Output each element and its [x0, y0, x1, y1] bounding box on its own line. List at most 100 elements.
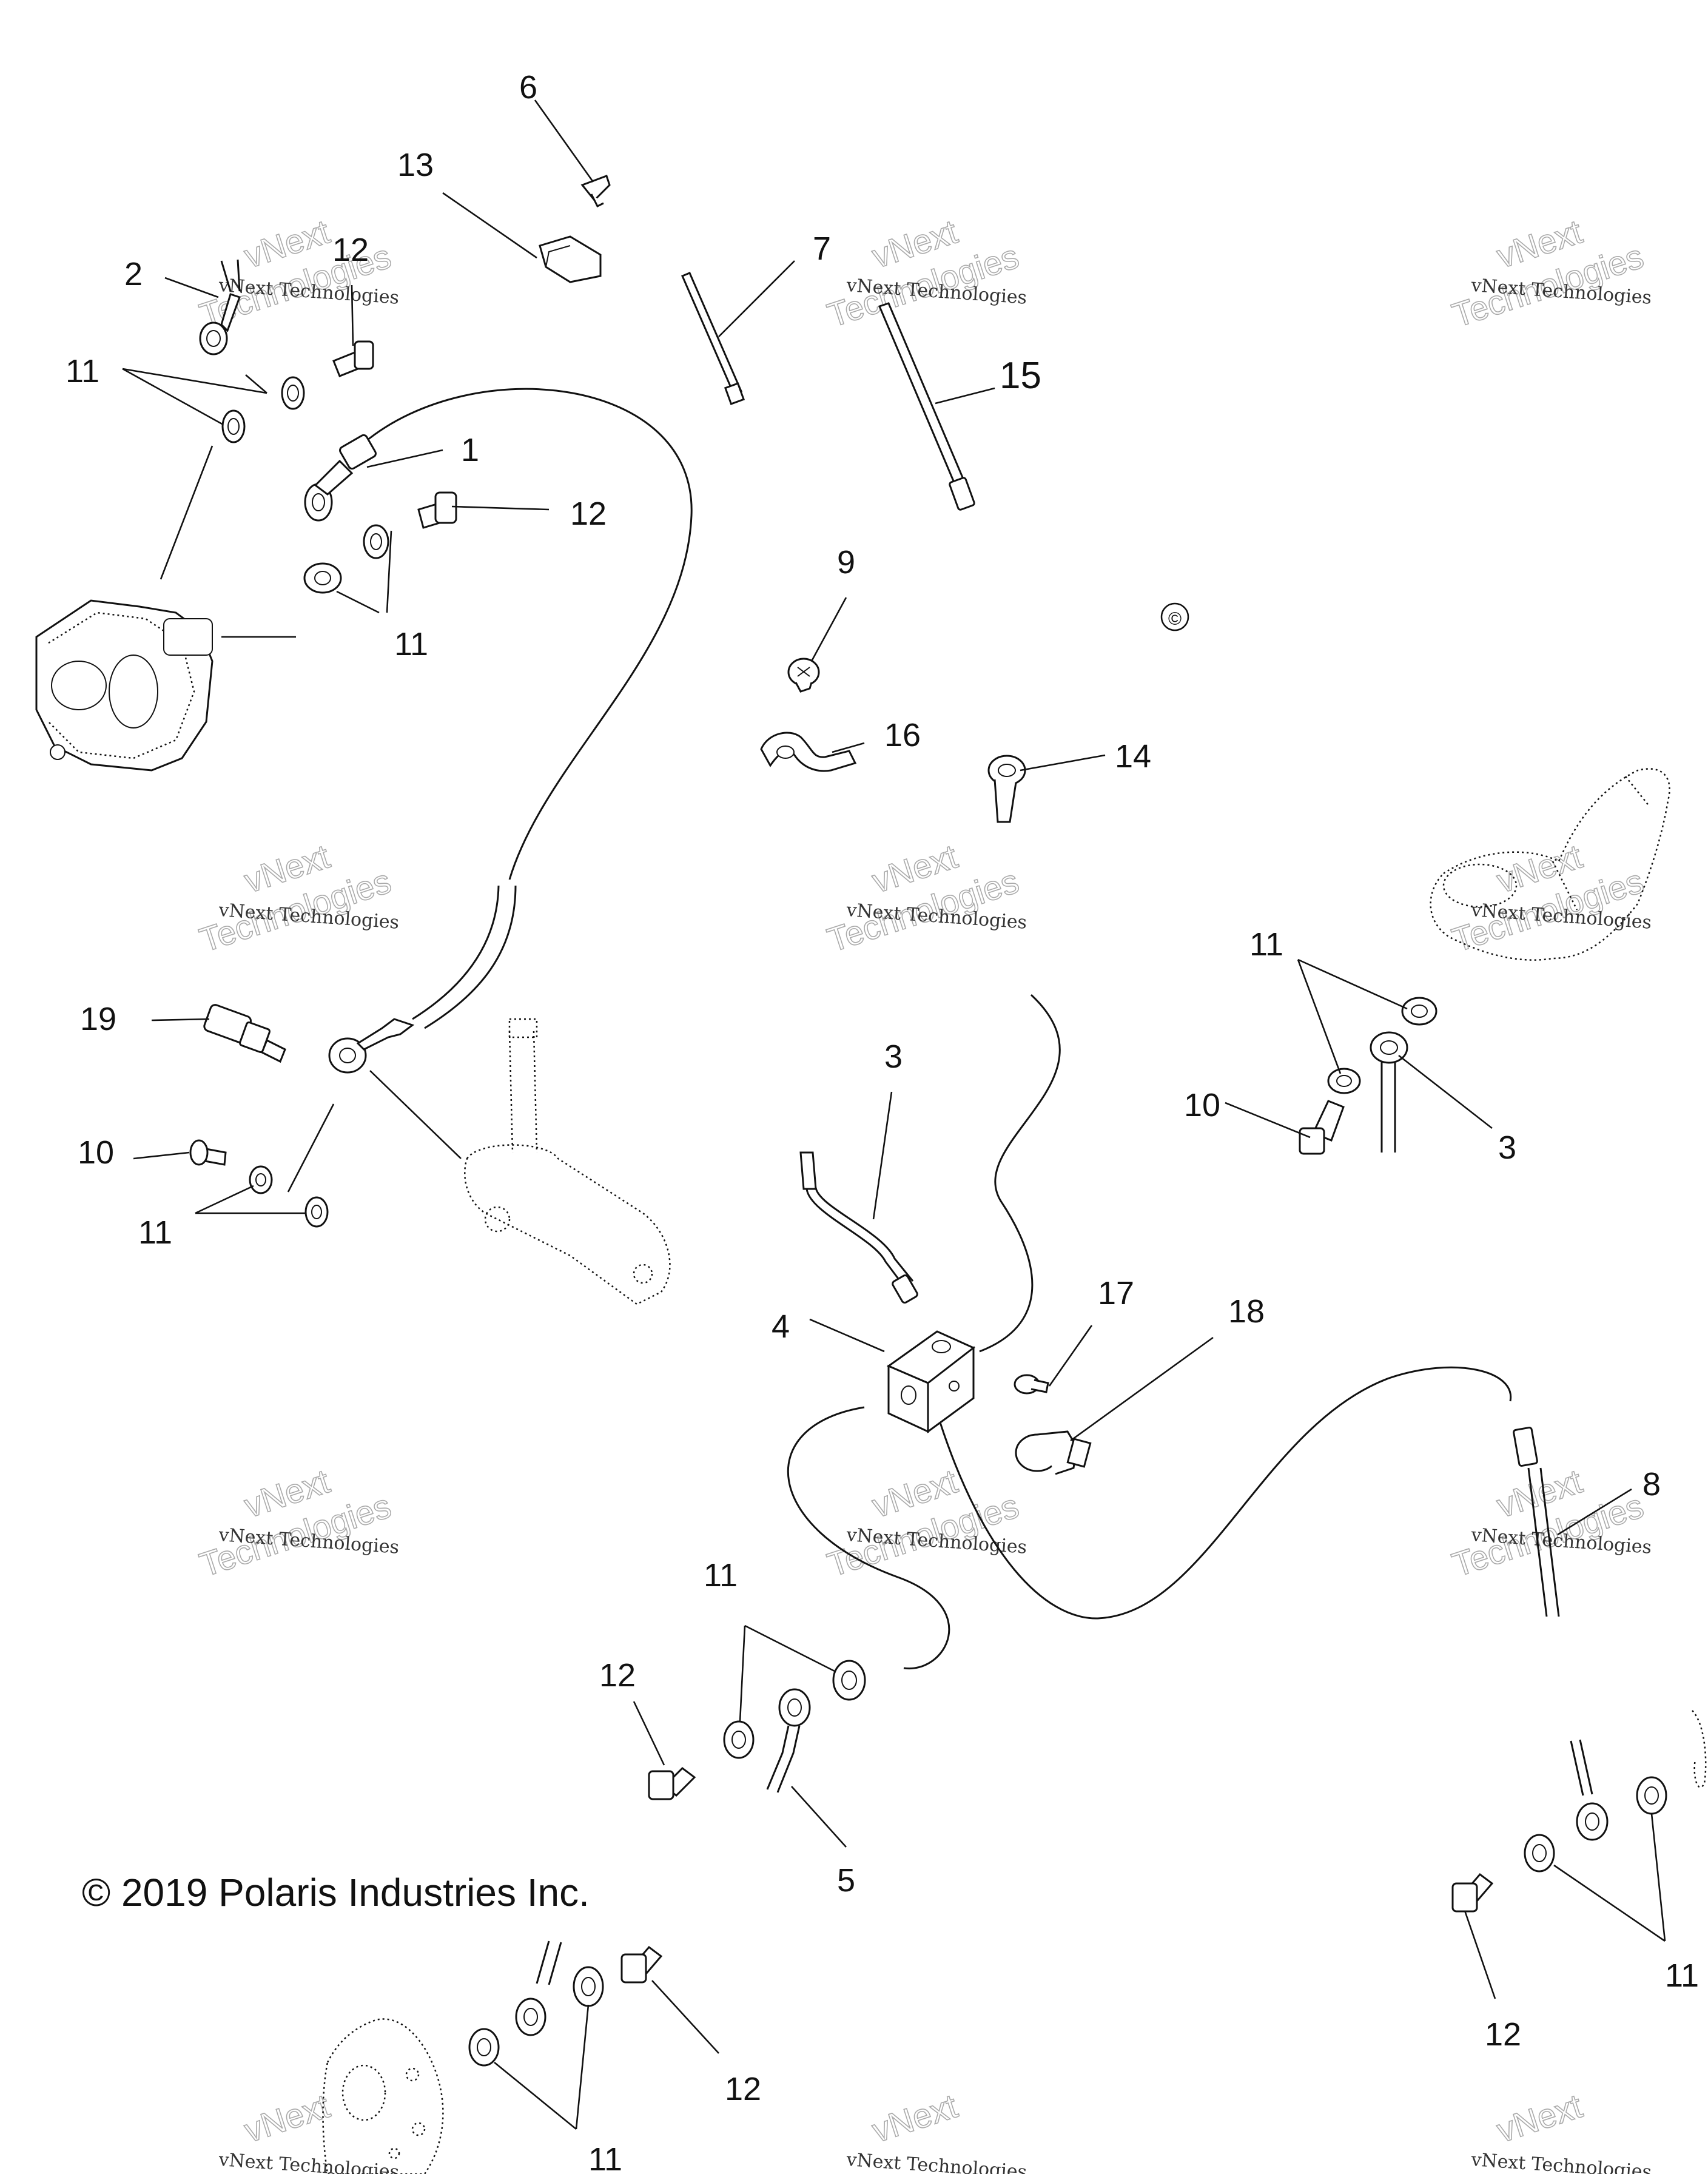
callout-11: 11 — [704, 1557, 738, 1593]
callouts: 6 13 7 15 2 12 11 1 12 11 9 16 14 11 10 … — [66, 69, 1699, 2174]
banjo-bolt-12 — [620, 1945, 663, 1984]
callout-11: 11 — [588, 2141, 622, 2174]
watermark: vNext Technologies vNext Technologies — [195, 836, 400, 960]
watermark-line1: vNext — [867, 2087, 962, 2150]
callout-11: 11 — [1665, 1957, 1699, 1994]
banjo-bolt-12 — [332, 340, 374, 377]
distribution-block-4 — [886, 1330, 975, 1433]
brake-hose-3-long — [979, 994, 1061, 1353]
banjo-bolt-12 — [648, 1767, 696, 1800]
watermark: vNext Technologies vNext Technologies — [822, 212, 1027, 335]
callout-19: 19 — [80, 1001, 116, 1037]
callout-13: 13 — [397, 147, 434, 183]
watermark-text: vNext Technologies — [217, 2149, 400, 2174]
leader-lines — [122, 99, 1666, 2130]
callout-11: 11 — [394, 626, 428, 662]
callout-11: 11 — [1249, 926, 1283, 963]
watermark: vNext Technologies vNext Technologies — [822, 836, 1027, 960]
washer-11-hole — [314, 571, 331, 585]
callout-7: 7 — [813, 231, 831, 267]
callout-6: 6 — [519, 69, 537, 106]
copyright-notice: © 2019 Polaris Industries Inc. — [82, 1871, 590, 1914]
callout-3: 3 — [1498, 1129, 1516, 1166]
callout-18: 18 — [1228, 1293, 1265, 1330]
callout-17: 17 — [1098, 1275, 1134, 1311]
watermark-text: vNext Technologies — [845, 2149, 1027, 2174]
washer-11-hole — [227, 418, 240, 435]
callout-9: 9 — [837, 544, 855, 581]
brake-hose-8-long — [939, 1366, 1512, 1620]
washer-11-hole — [581, 1977, 596, 1996]
brake-caliper-rear-left — [322, 2018, 444, 2174]
brake-hoses — [363, 388, 1512, 1670]
callout-16: 16 — [884, 717, 921, 753]
washer-11-hole — [1644, 1786, 1659, 1805]
brake-hose-8-fitting — [1513, 1426, 1560, 1617]
callout-12: 12 — [1485, 2016, 1521, 2053]
banjo-bolt-12 — [417, 491, 457, 529]
fitting-14 — [987, 755, 1026, 823]
screw-9 — [787, 658, 820, 693]
cable-tie-15 — [878, 302, 975, 511]
banjo-fitting-5 — [766, 1688, 811, 1793]
callout-10: 10 — [78, 1134, 114, 1171]
brake-hose-5-long — [787, 1406, 950, 1670]
screw-6 — [580, 175, 611, 208]
cable-tie-7 — [681, 272, 745, 405]
brake-hose-1-lower — [412, 885, 517, 1029]
callout-3: 3 — [884, 1038, 903, 1075]
watermark: vNext vNext Technologies — [217, 2086, 400, 2174]
watermark: vNext Technologies vNext Technologies — [1447, 1461, 1652, 1584]
parts: © — [35, 175, 1707, 2174]
callout-11: 11 — [138, 1214, 172, 1251]
washer-11-hole — [731, 1731, 746, 1749]
washer-11-hole — [370, 533, 382, 550]
banjo-fitting-1 — [304, 434, 377, 522]
callout-4: 4 — [772, 1308, 790, 1345]
brake-caliper-front-left — [35, 599, 214, 772]
pressure-switch-19 — [203, 1004, 286, 1063]
brake-switch-18 — [1015, 1430, 1092, 1475]
callout-2: 2 — [124, 256, 143, 292]
watermark: vNext Technologies vNext Technologies — [1447, 836, 1652, 960]
washer-11-hole — [287, 385, 299, 402]
watermark-text: vNext Technologies — [1470, 2149, 1652, 2174]
brake-hose-1 — [363, 388, 693, 880]
callout-8: 8 — [1642, 1466, 1661, 1503]
bolt-10-left — [189, 1139, 227, 1166]
banjo-fitting-3-center — [799, 1151, 918, 1304]
banjo-fitting-3-right — [1370, 1031, 1408, 1153]
clamp-16 — [760, 732, 857, 772]
callout-1: 1 — [461, 432, 479, 468]
watermark: vNext Technologies vNext Technologies — [195, 1461, 400, 1584]
callout-10: 10 — [1184, 1087, 1220, 1123]
master-cylinder-left — [328, 1018, 671, 1305]
callout-14: 14 — [1115, 738, 1151, 775]
washer-11-hole — [477, 2038, 491, 2056]
watermark: vNext vNext Technologies — [1470, 2086, 1652, 2174]
callout-12: 12 — [599, 1657, 636, 1694]
banjo-fitting-rear-right — [1570, 1739, 1609, 1841]
washer-11-hole — [1336, 1075, 1352, 1087]
banjo-bolt-12 — [1451, 1873, 1494, 1913]
callout-15: 15 — [1000, 355, 1041, 397]
callout-5: 5 — [837, 1862, 855, 1899]
caliper-rear-right-edge — [1692, 1710, 1707, 1788]
washer-11-hole — [1532, 1844, 1547, 1862]
washer-11-hole — [255, 1173, 266, 1186]
watermark-line1: vNext — [1492, 2087, 1587, 2150]
watermark: vNext Technologies vNext Technologies — [1447, 212, 1652, 335]
washer-11-hole — [841, 1671, 857, 1690]
bolt-10-right — [1299, 1100, 1345, 1155]
watermark: vNext Technologies vNext Technologies — [822, 1461, 1027, 1584]
watermark-line1: vNext — [240, 2087, 334, 2150]
watermark: vNext vNext Technologies — [845, 2086, 1027, 2174]
callout-12: 12 — [332, 232, 369, 268]
banjo-fitting-2 — [199, 259, 241, 355]
callout-12: 12 — [725, 2071, 761, 2107]
copyright-symbol: © — [1168, 609, 1182, 629]
callout-11: 11 — [66, 353, 99, 389]
copyright-mark: © — [1160, 602, 1189, 631]
washer-11-hole — [1411, 1005, 1428, 1018]
